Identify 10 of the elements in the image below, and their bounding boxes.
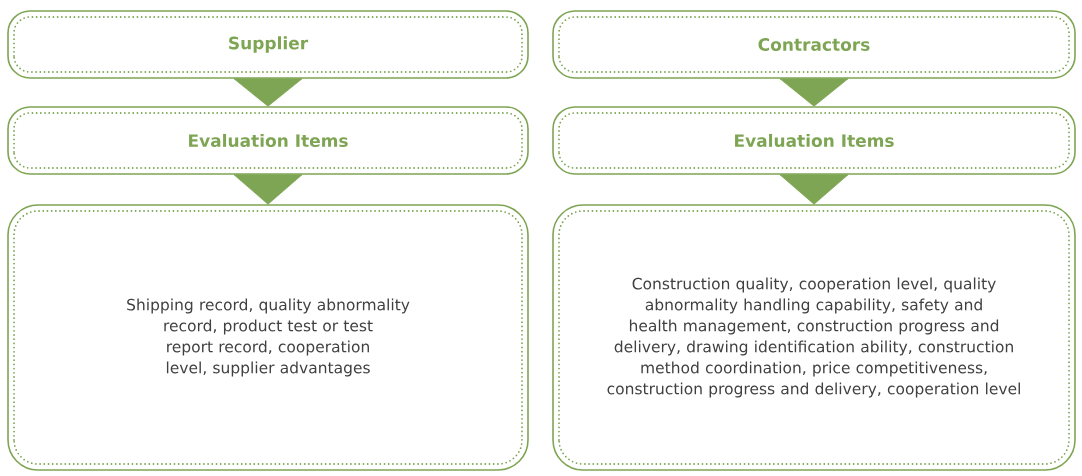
description-box: Construction quality, cooperation level, quality abnormality handling capability, safety and health management, construction progress and delivery, drawing identification ability, construction method coordination, price competitiveness, construction progress and delivery, cooperation level (552, 204, 1076, 471)
arrow (779, 78, 849, 107)
stage-box: Evaluation Items (552, 106, 1076, 175)
arrow (779, 174, 849, 205)
stage-box: Contractors (552, 10, 1076, 79)
arrow (233, 174, 303, 205)
stage-box: Supplier (7, 10, 529, 79)
stage-box: Evaluation Items (7, 106, 529, 175)
description-box: Shipping record, quality abnormality record, product test or test report record, cooperation level, supplier advantages (7, 204, 529, 471)
arrow (233, 78, 303, 107)
